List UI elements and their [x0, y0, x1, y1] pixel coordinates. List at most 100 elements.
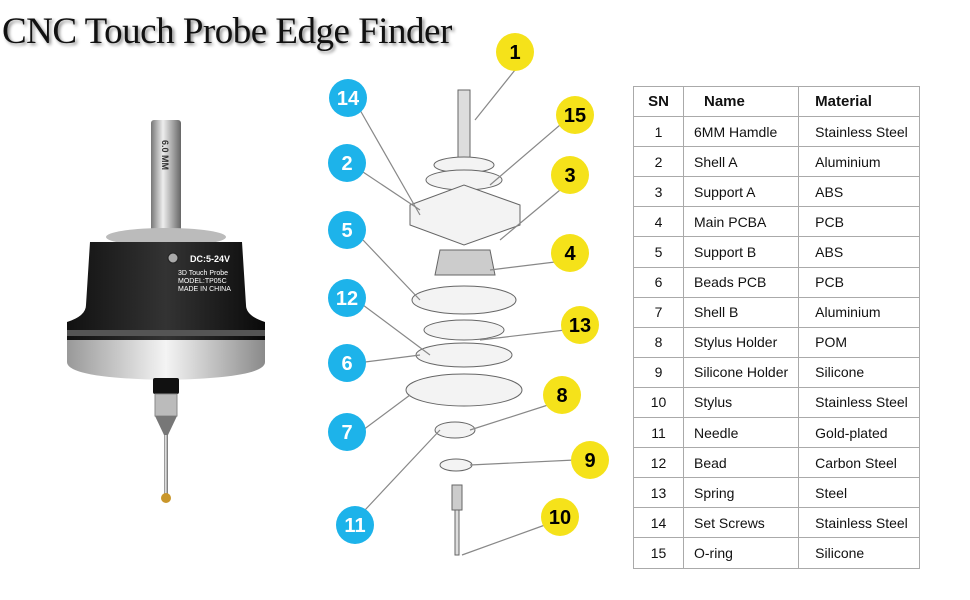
cell-material: Carbon Steel — [798, 447, 921, 479]
cell-name: Silicone Holder — [682, 356, 800, 388]
header-name: Name — [682, 85, 800, 118]
cell-sn: 10 — [633, 386, 684, 419]
cell-material: POM — [798, 326, 921, 358]
cell-sn: 14 — [633, 507, 684, 539]
cell-sn: 5 — [633, 236, 684, 268]
cell-sn: 8 — [633, 326, 684, 358]
exploded-diagram: 1 15 3 4 13 8 9 10 14 2 5 12 6 7 11 — [328, 33, 609, 556]
label-line-3: MADE IN CHINA — [178, 286, 231, 293]
svg-text:12: 12 — [336, 288, 358, 310]
callout-14: 14 — [329, 79, 367, 117]
svg-text:7: 7 — [341, 422, 352, 444]
callout-2: 2 — [328, 144, 366, 182]
label-line-2: MODEL:TP05C — [178, 278, 227, 285]
svg-text:8: 8 — [556, 385, 567, 407]
cell-material: PCB — [798, 206, 921, 238]
callout-4: 4 — [551, 234, 589, 272]
cell-name: Stylus — [682, 386, 800, 419]
cell-material: Aluminium — [798, 296, 921, 328]
cell-name: Bead — [682, 447, 800, 479]
cell-name: 6MM Hamdle — [682, 116, 800, 148]
cell-name: O-ring — [682, 537, 800, 569]
svg-text:13: 13 — [569, 315, 591, 337]
svg-text:1: 1 — [509, 42, 520, 64]
svg-text:3: 3 — [564, 165, 575, 187]
cell-name: Shell B — [682, 296, 800, 328]
label-line-1: 3D Touch Probe — [178, 270, 228, 277]
svg-text:11: 11 — [344, 515, 365, 537]
cell-material: Stainless Steel — [798, 386, 921, 419]
cell-name: Shell A — [682, 146, 800, 178]
cell-name: Needle — [682, 417, 800, 449]
svg-text:14: 14 — [337, 88, 360, 110]
header-sn: SN — [633, 85, 684, 118]
svg-text:9: 9 — [584, 450, 595, 472]
callout-15: 15 — [556, 96, 594, 134]
cell-name: Set Screws — [682, 507, 800, 539]
callout-13: 13 — [561, 306, 599, 344]
cell-name: Main PCBA — [682, 206, 800, 238]
cell-sn: 15 — [633, 537, 684, 569]
shank-marking: 6.0 MM — [160, 140, 170, 170]
cell-material: Stainless Steel — [798, 116, 921, 148]
cell-material: Steel — [798, 477, 921, 509]
callout-12: 12 — [328, 279, 366, 317]
callout-10: 10 — [541, 498, 579, 536]
touch-probe-photo: 6.0 MM DC:5-24V 3D Touch Probe MODEL:TP0… — [67, 120, 265, 503]
cell-sn: 9 — [633, 356, 684, 388]
cell-material: Aluminium — [798, 146, 921, 178]
callout-11: 11 — [336, 506, 374, 544]
cell-material: Gold-plated — [798, 417, 921, 449]
cell-sn: 6 — [633, 266, 684, 298]
cell-sn: 13 — [633, 477, 684, 509]
cell-material: PCB — [798, 266, 921, 298]
cell-name: Support A — [682, 176, 800, 208]
callout-9: 9 — [571, 441, 609, 479]
cell-sn: 7 — [633, 296, 684, 328]
svg-text:2: 2 — [341, 153, 352, 175]
cell-sn: 2 — [633, 146, 684, 178]
callout-1: 1 — [496, 33, 534, 71]
callout-3: 3 — [551, 156, 589, 194]
table-header-row: SN Name Material — [633, 85, 921, 118]
header-material: Material — [798, 85, 921, 118]
cell-material: ABS — [798, 176, 921, 208]
cell-material: Silicone — [798, 356, 921, 388]
callout-5: 5 — [328, 211, 366, 249]
svg-text:6: 6 — [341, 353, 352, 375]
cell-name: Support B — [682, 236, 800, 268]
cell-material: Silicone — [798, 537, 921, 569]
svg-text:15: 15 — [564, 105, 586, 127]
cell-material: ABS — [798, 236, 921, 268]
cell-material: Stainless Steel — [798, 507, 921, 539]
cell-name: Beads PCB — [682, 266, 800, 298]
svg-text:4: 4 — [564, 243, 576, 265]
callout-7: 7 — [328, 413, 366, 451]
cell-sn: 4 — [633, 206, 684, 238]
svg-text:10: 10 — [549, 507, 571, 529]
voltage-label: DC:5-24V — [190, 254, 230, 264]
svg-text:5: 5 — [341, 220, 352, 242]
cell-name: Spring — [682, 477, 800, 509]
callout-8: 8 — [543, 376, 581, 414]
cell-sn: 1 — [633, 116, 684, 148]
cell-sn: 11 — [633, 417, 684, 449]
callout-6: 6 — [328, 344, 366, 382]
page-title: CNC Touch Probe Edge Finder — [2, 11, 452, 52]
